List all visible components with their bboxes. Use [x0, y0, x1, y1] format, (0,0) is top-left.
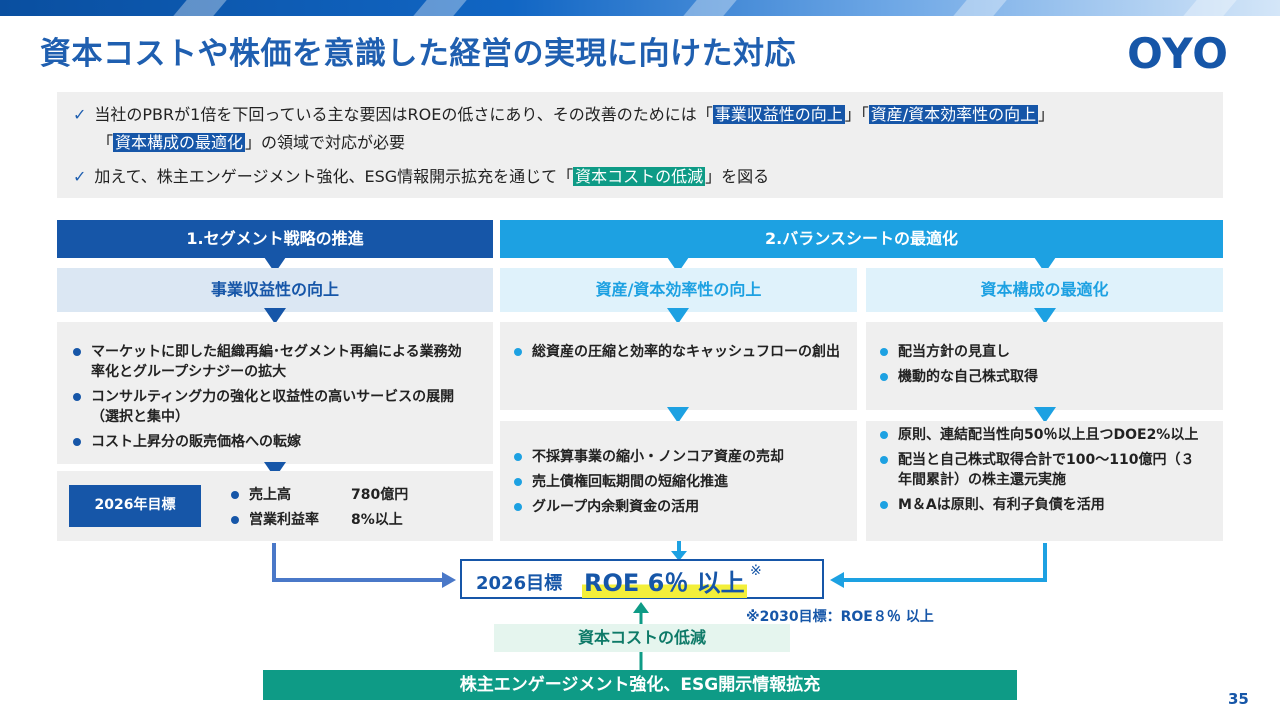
arrow-down-icon	[264, 308, 286, 324]
summary-line-1: ✓当社のPBRが1倍を下回っている主な要因はROEの低さにあり、その改善のために…	[73, 105, 1055, 124]
sub-header-profit: 事業収益性の向上	[57, 268, 493, 312]
list-item: コスト上昇分の販売価格への転嫁	[73, 432, 473, 452]
structure-action-list: 原則、連結配当性向50％以上且つDOE2%以上 配当と自己株式取得合計で100～…	[880, 425, 1206, 520]
roe-target-value: ROE 6％ 以上	[582, 563, 747, 598]
highlight-capital-cost: 資本コストの低減	[573, 167, 706, 186]
arrow-down-icon	[667, 308, 689, 324]
profit-bullet-list: マーケットに即した組織再編･セグメント再編による業務効率化とグループシナジーの拡…	[73, 342, 473, 457]
check-icon: ✓	[73, 105, 87, 124]
highlight-efficiency: 資産/資本効率性の向上	[868, 105, 1039, 124]
page-title: 資本コストや株価を意識した経営の実現に向けた対応	[40, 36, 796, 72]
right-connector-line	[842, 543, 1047, 582]
roe-target-prefix: 2026目標	[476, 573, 563, 594]
list-item: 不採算事業の縮小・ノンコア資産の売却	[514, 447, 844, 467]
roe-2030-note: ※2030目標：ROE８％ 以上	[746, 609, 934, 625]
company-logo: OYO	[1127, 30, 1229, 74]
arrow-down-icon	[1034, 308, 1056, 324]
arrow-left-icon	[830, 572, 844, 588]
arrow-down-icon	[667, 407, 689, 423]
arrow-down-icon	[1034, 407, 1056, 423]
list-item: 配当方針の見直し	[880, 342, 1210, 362]
efficiency-measures-box: 総資産の圧縮と効率的なキャッシュフローの創出	[500, 322, 857, 410]
arrow-right-icon	[442, 572, 456, 588]
list-item: コンサルティング力の強化と収益性の高いサービスの展開（選択と集中）	[73, 387, 473, 427]
roe-footnote-mark: ※	[750, 563, 762, 579]
list-item: 売上債権回転期間の短縮化推進	[514, 472, 844, 492]
list-item: 機動的な自己株式取得	[880, 367, 1210, 387]
check-icon: ✓	[73, 167, 87, 186]
highlight-structure: 資本構成の最適化	[113, 133, 246, 152]
svg-text:OYO: OYO	[1127, 30, 1229, 74]
efficiency-bullet-list: 総資産の圧縮と効率的なキャッシュフローの創出	[514, 342, 844, 367]
structure-actions-box: 原則、連結配当性向50％以上且つDOE2%以上 配当と自己株式取得合計で100～…	[866, 421, 1223, 541]
summary-line-3: ✓加えて、株主エンゲージメント強化、ESG情報開示拡充を通じて「資本コストの低減…	[73, 167, 770, 186]
structure-measures-box: 配当方針の見直し 機動的な自己株式取得	[866, 322, 1223, 410]
section-header-balance-sheet: 2.バランスシートの最適化	[500, 220, 1223, 258]
list-item: 原則、連結配当性向50％以上且つDOE2%以上	[880, 425, 1206, 445]
list-item: マーケットに即した組織再編･セグメント再編による業務効率化とグループシナジーの拡…	[73, 342, 473, 382]
capital-cost-reduction: 資本コストの低減	[494, 624, 790, 652]
target-label: 2026年目標	[69, 485, 201, 527]
top-decorative-band	[0, 0, 1280, 16]
sub-header-efficiency: 資産/資本効率性の向上	[500, 268, 857, 312]
profit-measures-box: マーケットに即した組織再編･セグメント再編による業務効率化とグループシナジーの拡…	[57, 322, 493, 464]
arrow-up-icon	[633, 602, 649, 613]
highlight-profit: 事業収益性の向上	[712, 105, 845, 124]
list-item: 総資産の圧縮と効率的なキャッシュフローの創出	[514, 342, 844, 362]
structure-bullet-list: 配当方針の見直し 機動的な自己株式取得	[880, 342, 1210, 392]
list-item: M＆Aは原則、有利子負債を活用	[880, 495, 1206, 515]
sub-header-structure: 資本構成の最適化	[866, 268, 1223, 312]
list-item: 配当と自己株式取得合計で100～110億円（３年間累計）の株主還元実施	[880, 450, 1206, 490]
efficiency-action-list: 不採算事業の縮小・ノンコア資産の売却 売上債権回転期間の短縮化推進 グループ内余…	[514, 447, 844, 522]
shareholder-engagement-bar: 株主エンゲージメント強化、ESG開示情報拡充	[263, 670, 1017, 700]
left-connector-line	[272, 543, 446, 582]
efficiency-actions-box: 不採算事業の縮小・ノンコア資産の売却 売上債権回転期間の短縮化推進 グループ内余…	[500, 421, 857, 541]
summary-line-2: 「資本構成の最適化」の領域で対応が必要	[97, 133, 406, 152]
page-number: 35	[1228, 690, 1249, 708]
roe-target-box: 2026目標 ROE 6％ 以上 ※	[460, 559, 824, 599]
arrow-down-icon	[671, 551, 687, 561]
list-item: グループ内余剰資金の活用	[514, 497, 844, 517]
summary-box: ✓当社のPBRが1倍を下回っている主な要因はROEの低さにあり、その改善のために…	[57, 92, 1223, 198]
section-header-segment: 1.セグメント戦略の推進	[57, 220, 493, 258]
